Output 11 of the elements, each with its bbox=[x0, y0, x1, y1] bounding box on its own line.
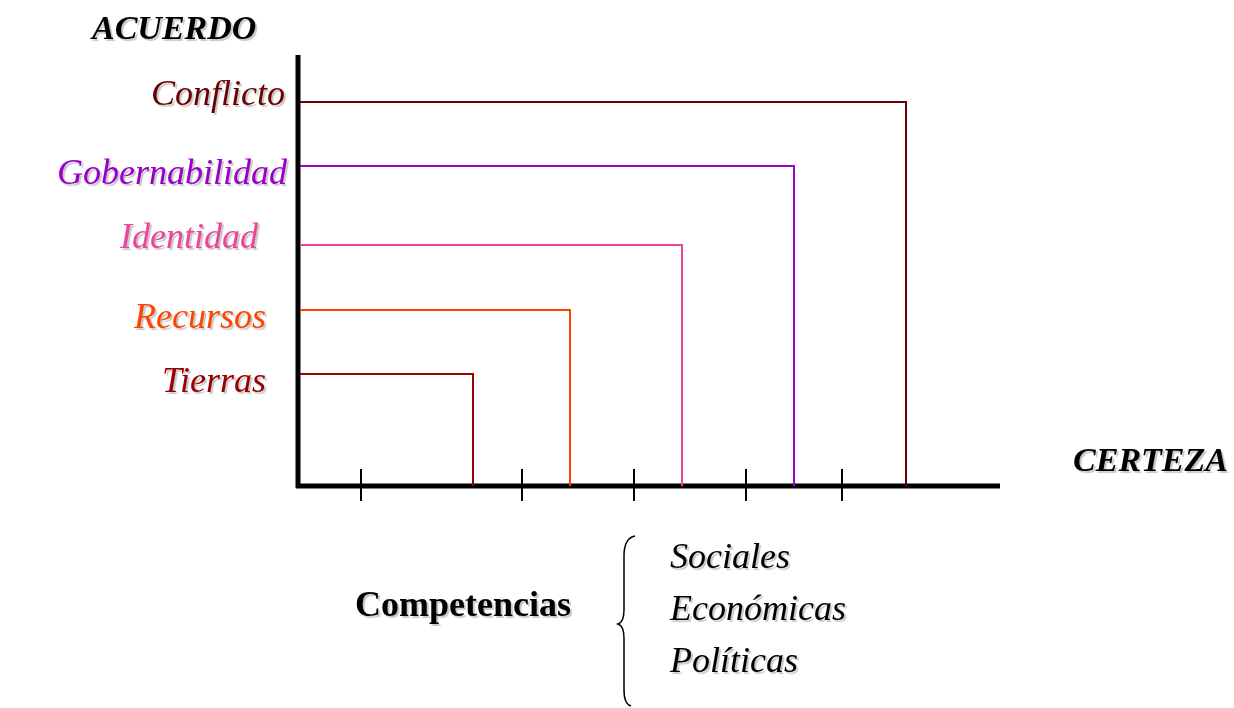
axis-label: ACUERDO bbox=[92, 11, 257, 45]
category-label: Gobernabilidad bbox=[57, 154, 287, 190]
list-item: Económicas bbox=[670, 590, 846, 626]
category-label: Conflicto bbox=[151, 75, 285, 111]
list-item: Sociales bbox=[670, 538, 790, 574]
list-item: Políticas bbox=[670, 642, 798, 678]
axis-label: CERTEZA bbox=[1073, 443, 1228, 477]
category-label: Identidad bbox=[120, 218, 258, 254]
group-label: Competencias bbox=[355, 586, 571, 622]
category-label: Recursos bbox=[134, 298, 266, 334]
category-label: Tierras bbox=[161, 362, 266, 398]
